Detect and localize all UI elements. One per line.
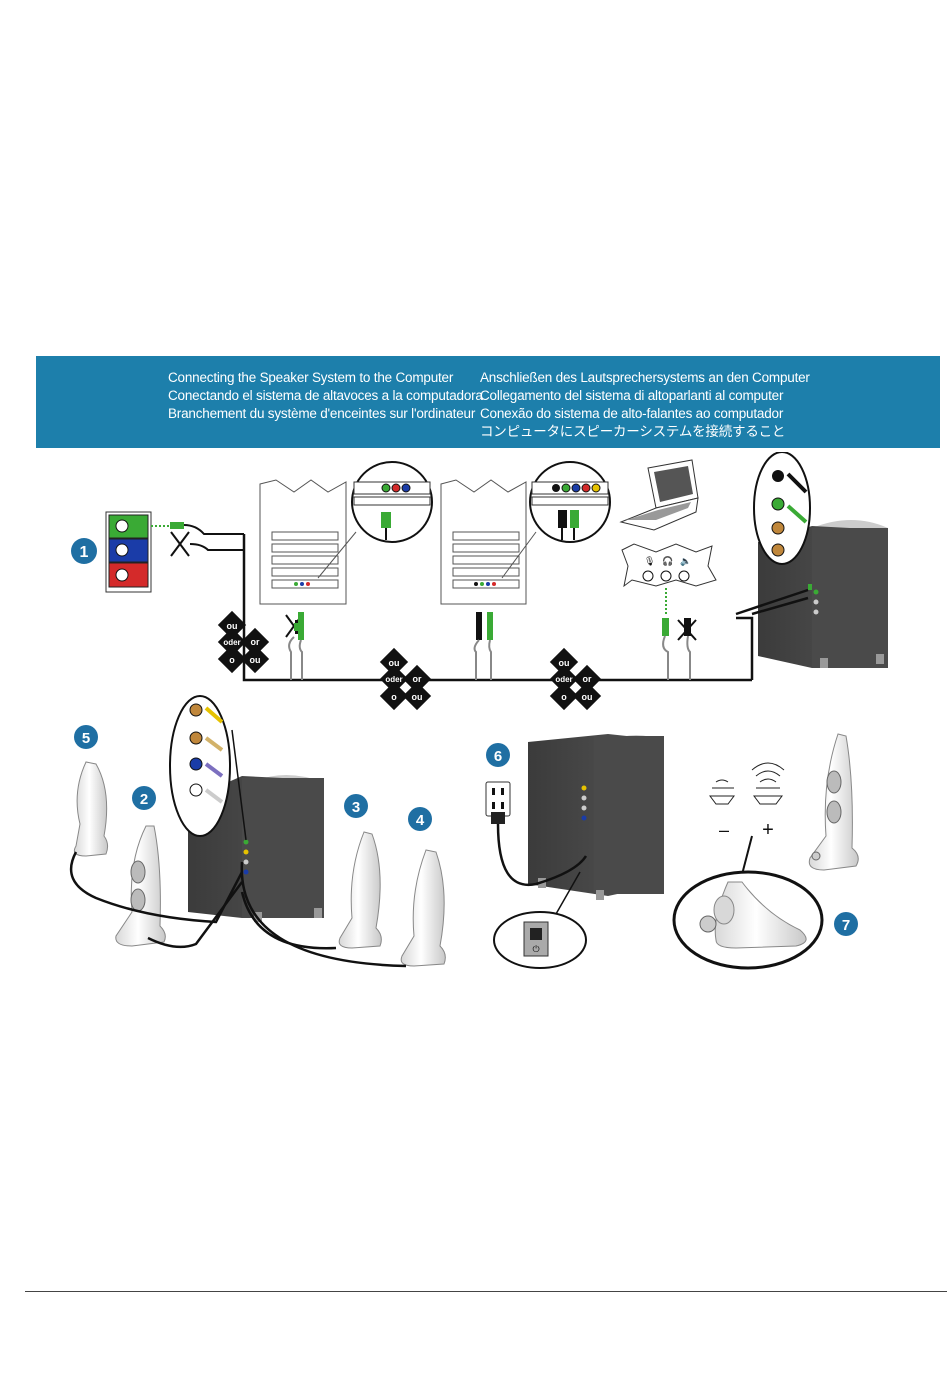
- rear-speaker-left: [73, 761, 109, 857]
- step-7-badge: 7: [834, 912, 858, 936]
- option-diamond-1: ou oder or o ou: [217, 610, 270, 674]
- pc-1-zoom-circle: [351, 461, 433, 543]
- speaker-loud-icon: [751, 762, 785, 805]
- speaker-out-icon: 🔈: [680, 556, 691, 567]
- front-speaker-right: [400, 849, 446, 967]
- banner-title-it: Collegamento del sistema di altoparlanti…: [480, 388, 784, 403]
- banner-title-de: Anschließen des Lautsprechersystems an d…: [480, 370, 810, 385]
- pc-1-plugs: [285, 612, 304, 680]
- connection-diagram: 1: [69, 452, 888, 970]
- svg-text:oder: oder: [555, 675, 572, 684]
- svg-text:ou: ou: [559, 658, 570, 668]
- power-switch-zoom: ⏻: [493, 871, 587, 969]
- speaker-cables: [69, 851, 407, 968]
- svg-text:ou: ou: [227, 621, 238, 631]
- header-banner: Connecting the Speaker System to the Com…: [36, 356, 940, 448]
- power-switch-icon: ⏻: [532, 944, 539, 954]
- laptop-jack-panel: 🎙 🎧 🔈: [621, 543, 717, 588]
- step-4-badge: 4: [408, 807, 432, 831]
- svg-text:or: or: [413, 674, 422, 684]
- banner-title-en: Connecting the Speaker System to the Com…: [168, 370, 454, 385]
- svg-text:or: or: [583, 674, 592, 684]
- speaker-quiet-icon: [709, 779, 735, 805]
- svg-text:o: o: [561, 692, 567, 702]
- step-1-badge: 1: [71, 538, 97, 564]
- subwoofer-top: [735, 520, 888, 680]
- svg-text:7: 7: [842, 917, 850, 934]
- svg-text:ou: ou: [582, 692, 593, 702]
- subwoofer-zoom-ellipse: [753, 452, 811, 565]
- front-speaker-center: [338, 831, 382, 949]
- crossed-plug-icon: [170, 531, 244, 557]
- laptop-plugs: [662, 588, 697, 680]
- banner-titles-right: Anschließen des Lautsprechersystems an d…: [480, 369, 810, 441]
- pc-2-plugs: [473, 612, 493, 680]
- desktop-pc-2: [440, 479, 537, 605]
- banner-title-fr: Branchement du système d'enceintes sur l…: [168, 406, 476, 421]
- volume-plus-label: +: [762, 819, 774, 841]
- option-diamond-2: ou oder or o ou: [379, 647, 432, 711]
- svg-text:o: o: [391, 692, 397, 702]
- mic-icon: 🎙: [644, 556, 655, 566]
- option-diamond-3: ou oder or o ou: [549, 647, 602, 711]
- svg-text:oder: oder: [385, 675, 402, 684]
- banner-title-es: Conectando el sistema de altavoces a la …: [168, 388, 483, 403]
- svg-text:o: o: [229, 655, 235, 665]
- green-plug-top: [151, 522, 244, 535]
- step-3-badge: 3: [344, 794, 368, 818]
- svg-text:5: 5: [82, 730, 90, 747]
- volume-knob-zoom: [672, 870, 824, 970]
- svg-text:3: 3: [352, 799, 360, 816]
- front-speaker-left: [115, 825, 166, 947]
- svg-text:ou: ou: [412, 692, 423, 702]
- headphone-icon: 🎧: [662, 555, 673, 566]
- svg-text:or: or: [251, 637, 260, 647]
- banner-titles-left: Connecting the Speaker System to the Com…: [168, 369, 483, 423]
- svg-text:6: 6: [494, 748, 502, 765]
- footer-divider: [25, 1291, 947, 1292]
- jack-panel: [105, 511, 152, 593]
- step-5-badge: 5: [74, 725, 98, 749]
- step-6-badge: 6: [486, 743, 510, 767]
- svg-text:4: 4: [416, 812, 425, 829]
- step-1-label: 1: [80, 544, 89, 561]
- desktop-pc-1: [259, 479, 357, 605]
- svg-text:ou: ou: [250, 655, 261, 665]
- subwoofer-rear-zoom-ellipse: [169, 695, 247, 841]
- svg-text:2: 2: [140, 791, 148, 808]
- svg-text:oder: oder: [223, 638, 240, 647]
- subwoofer-power: [496, 734, 664, 900]
- pc-2-zoom-circle: [529, 461, 611, 543]
- svg-text:ou: ou: [389, 658, 400, 668]
- banner-title-ja: コンピュータにスピーカーシステムを接続すること: [480, 424, 786, 439]
- wall-outlet: [485, 781, 511, 824]
- laptop: [619, 459, 699, 531]
- step-2-badge: 2: [132, 786, 156, 810]
- volume-minus-label: –: [719, 820, 729, 840]
- satellite-speaker-right: [808, 733, 859, 871]
- banner-title-pt: Conexão do sistema de alto-falantes ao c…: [480, 406, 784, 421]
